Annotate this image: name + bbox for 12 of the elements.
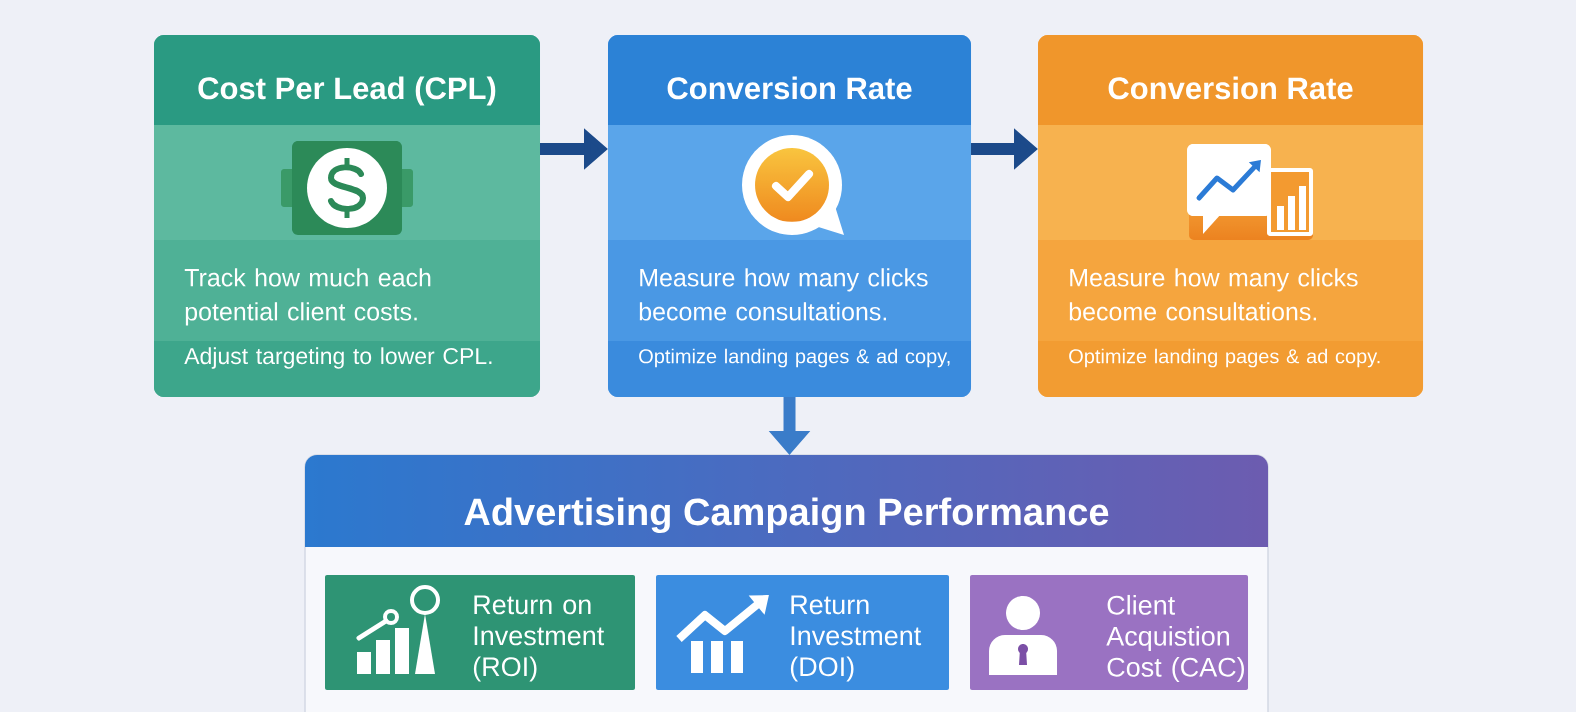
- metric-tile: Return on Investment (ROI): [325, 575, 635, 690]
- panel-title: Advertising Campaign Performance: [464, 497, 1109, 534]
- card-title: Cost Per Lead (CPL): [198, 76, 496, 106]
- card-title: Conversion Rate: [1108, 76, 1353, 100]
- card-text: Measure how many clicks become consultations.: [1069, 268, 1358, 321]
- card-text: Track how much each potential client costs.: [184, 268, 431, 326]
- metric-tile: Return Investment (DOI): [656, 575, 949, 690]
- card-note: Optimize landing pages & ad copy.: [1069, 348, 1380, 368]
- card-title: Conversion Rate: [667, 76, 912, 100]
- card-note: Adjust targeting to lower CPL.: [184, 347, 492, 369]
- card-note: Optimize landing pages & ad copy,: [639, 348, 950, 368]
- card-text: Measure how many clicks become consultations.: [639, 268, 928, 321]
